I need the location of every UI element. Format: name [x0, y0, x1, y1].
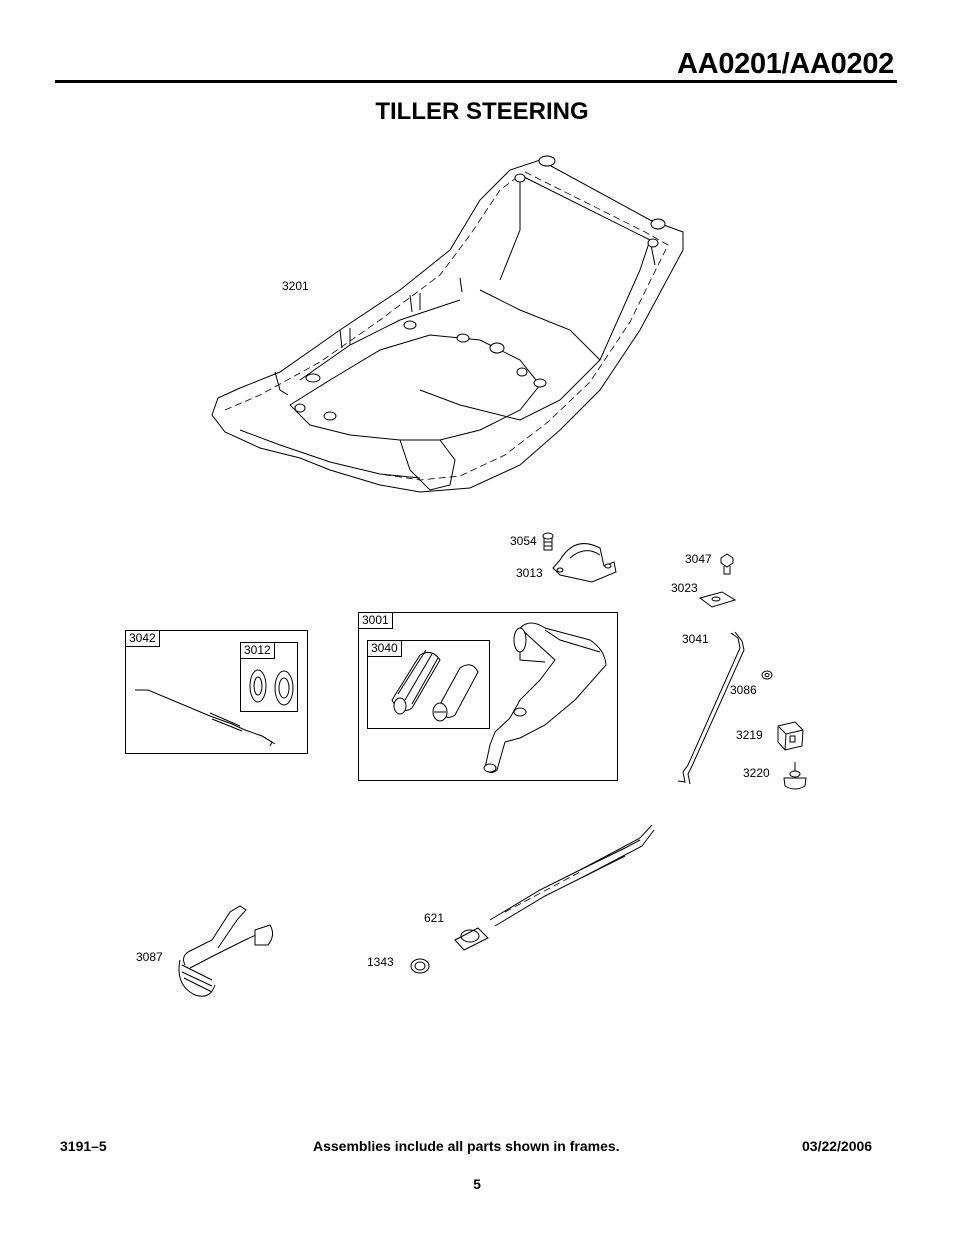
cable-3042-drawing — [135, 669, 294, 747]
clamp-3013-drawing — [552, 543, 617, 583]
part-label-3013: 3013 — [516, 566, 543, 580]
part-label-3023: 3023 — [671, 581, 698, 595]
screw-3047-drawing — [720, 553, 734, 575]
part-label-1343: 1343 — [367, 955, 394, 969]
page-number: 5 — [473, 1176, 481, 1192]
part-label-3047: 3047 — [685, 552, 712, 566]
tiller-arm-3001-drawing — [483, 622, 607, 774]
frame-label-3012: 3012 — [241, 643, 275, 659]
frames-note: Assemblies include all parts shown in fr… — [313, 1138, 620, 1154]
knob-3220-drawing — [783, 762, 807, 790]
assembly-frame-3012: 3012 — [240, 642, 298, 712]
frame-label-3042: 3042 — [126, 631, 160, 647]
part-label-3201: 3201 — [282, 279, 309, 293]
doc-date: 03/22/2006 — [802, 1138, 873, 1154]
part-label-3087: 3087 — [136, 950, 163, 964]
rod-3041-drawing — [677, 631, 745, 785]
housing-3201-drawing — [211, 155, 684, 493]
throttle-cable-621-drawing — [410, 824, 655, 974]
header-rule — [55, 80, 897, 83]
plate-3023-drawing — [698, 591, 737, 608]
part-label-3086: 3086 — [730, 683, 757, 697]
screw-3054-drawing — [542, 532, 554, 551]
part-label-3219: 3219 — [736, 728, 763, 742]
assembly-frame-3001: 3001 — [358, 612, 618, 781]
grip-3040-drawing — [391, 649, 479, 722]
model-code: AA0201/AA0202 — [677, 48, 894, 80]
switch-3219-drawing — [777, 721, 804, 751]
part-label-3054: 3054 — [510, 534, 537, 548]
part-label-621: 621 — [424, 911, 445, 925]
assembly-frame-3042: 3042 — [125, 630, 308, 754]
part-label-3041: 3041 — [682, 632, 709, 646]
frame-label-3040: 3040 — [368, 641, 402, 657]
doc-number: 3191–5 — [60, 1138, 107, 1154]
section-title: TILLER STEERING — [375, 98, 589, 125]
frame-label-3001: 3001 — [359, 613, 393, 629]
part-label-3220: 3220 — [743, 766, 770, 780]
lanyard-3087-drawing — [178, 905, 274, 997]
assembly-frame-3040: 3040 — [367, 640, 490, 729]
